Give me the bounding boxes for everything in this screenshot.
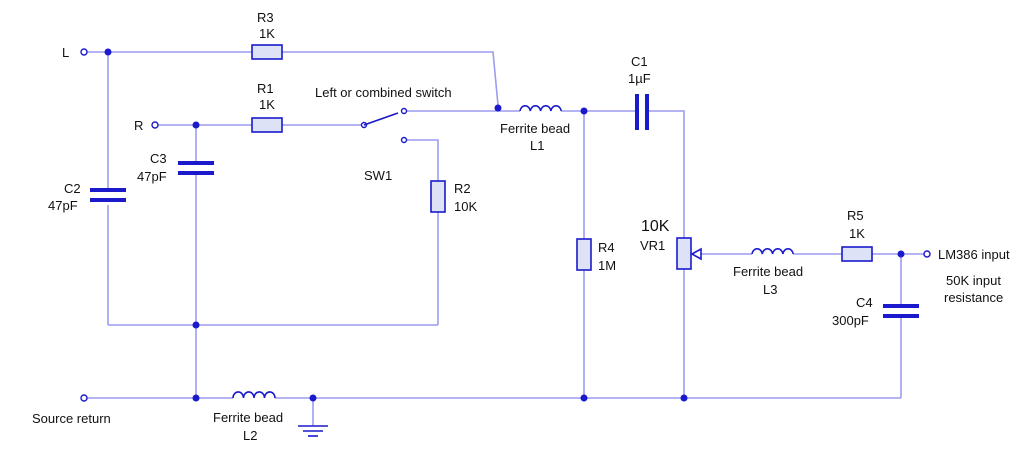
label-r4-value: 1M	[598, 258, 616, 273]
label-c1-value: 1µF	[628, 71, 651, 86]
label-output-note-2: resistance	[944, 290, 1003, 305]
inductor-l2	[232, 391, 276, 399]
switch-sw1	[360, 107, 408, 144]
label-sw1-description: Left or combined switch	[315, 85, 452, 100]
inductor-l3	[751, 248, 794, 255]
junction-dot	[104, 48, 112, 56]
terminals	[80, 48, 931, 402]
label-c3-value: 47pF	[137, 169, 167, 184]
junction-dot	[494, 104, 502, 112]
label-l2-ref: L2	[243, 428, 257, 443]
resistor-r5	[841, 246, 873, 262]
label-r2-ref: R2	[454, 181, 471, 196]
wire-switch-r2	[406, 139, 439, 181]
label-c4-ref: C4	[856, 295, 873, 310]
inductor-l1	[519, 105, 562, 112]
capacitor-c1	[635, 94, 649, 130]
label-r3-value: 1K	[259, 26, 275, 41]
label-c2-ref: C2	[64, 181, 81, 196]
resistor-r1	[251, 117, 283, 133]
terminal-r	[151, 121, 159, 129]
wires	[87, 51, 924, 426]
label-vr1-ref: VR1	[640, 238, 665, 253]
junction-dot	[192, 321, 200, 329]
potentiometer-vr1	[676, 237, 692, 270]
resistor-r3	[251, 44, 283, 60]
junction-dot	[897, 250, 905, 258]
label-r4-ref: R4	[598, 240, 615, 255]
label-r2-value: 10K	[454, 199, 477, 214]
junction-dot	[680, 394, 688, 402]
label-terminal-l: L	[62, 45, 69, 60]
junction-dot	[192, 121, 200, 129]
label-r1-ref: R1	[257, 81, 274, 96]
label-output-note-1: 50K input	[946, 273, 1001, 288]
terminal-source-return	[80, 394, 88, 402]
junction-dot	[580, 107, 588, 115]
wire-c1-vr1	[648, 110, 685, 238]
terminal-l	[80, 48, 88, 56]
label-l3-type: Ferrite bead	[733, 264, 803, 279]
resistor-r2	[430, 180, 446, 213]
label-r5-value: 1K	[849, 226, 865, 241]
label-r5-ref: R5	[847, 208, 864, 223]
capacitor-c3	[178, 161, 214, 175]
junction-dot	[580, 394, 588, 402]
junction-dot	[309, 394, 317, 402]
label-c3-ref: C3	[150, 151, 167, 166]
terminal-output	[923, 250, 931, 258]
ground-icon	[298, 425, 328, 437]
resistor-r4	[576, 238, 592, 271]
label-terminal-r: R	[134, 118, 143, 133]
wire-r3-l1-node	[282, 51, 499, 106]
junction-nodes	[104, 48, 905, 402]
label-c1-ref: C1	[631, 54, 648, 69]
label-source-return: Source return	[32, 411, 111, 426]
label-r1-value: 1K	[259, 97, 275, 112]
label-l3-ref: L3	[763, 282, 777, 297]
label-l2-type: Ferrite bead	[213, 410, 283, 425]
label-vr1-value: 10K	[641, 218, 670, 235]
junction-dot	[192, 394, 200, 402]
label-c4-value: 300pF	[832, 313, 869, 328]
capacitor-c2	[90, 184, 126, 202]
potentiometer-wiper-arrow	[690, 247, 702, 261]
label-c2-value: 47pF	[48, 198, 78, 213]
label-output: LM386 input	[938, 247, 1010, 262]
label-sw1-ref: SW1	[364, 168, 392, 183]
label-r3-ref: R3	[257, 10, 274, 25]
label-l1-ref: L1	[530, 138, 544, 153]
label-l1-type: Ferrite bead	[500, 121, 570, 136]
capacitor-c4	[883, 304, 919, 318]
